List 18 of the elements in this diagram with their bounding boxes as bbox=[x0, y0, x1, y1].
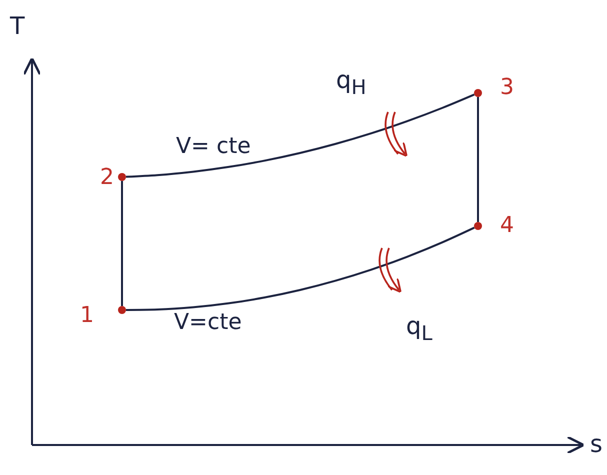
edge-label: V= cte bbox=[176, 134, 251, 160]
state-number: 3 bbox=[500, 76, 514, 100]
heat-label: q$_{L}$ bbox=[406, 312, 432, 347]
heat-label: q$_{H}$ bbox=[336, 66, 366, 101]
state-point bbox=[118, 306, 126, 314]
process-line bbox=[121, 181, 123, 306]
axis-label: T bbox=[10, 12, 25, 40]
state-point bbox=[474, 222, 482, 230]
state-number: 1 bbox=[80, 304, 94, 328]
process-line bbox=[477, 97, 479, 222]
state-number: 2 bbox=[100, 166, 114, 190]
process-line bbox=[126, 226, 475, 311]
state-number: 4 bbox=[500, 214, 514, 238]
process-line bbox=[126, 94, 475, 178]
state-point bbox=[474, 89, 482, 97]
state-point bbox=[118, 173, 126, 181]
edge-label: V=cte bbox=[174, 310, 242, 336]
axis-label: s bbox=[590, 430, 603, 458]
